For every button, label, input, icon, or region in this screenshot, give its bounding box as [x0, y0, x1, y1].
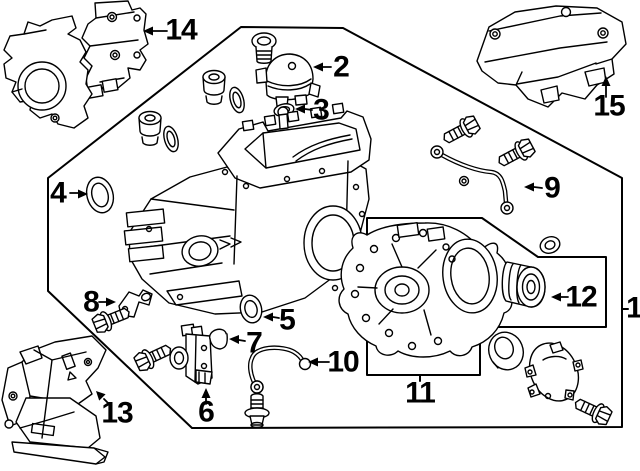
part-2-drawing [255, 53, 321, 108]
callout-label-6[interactable]: 6 [198, 396, 215, 429]
part-4-drawing [85, 176, 115, 214]
callout-arrow-2 [313, 62, 332, 72]
callout-label-9[interactable]: 9 [544, 172, 561, 205]
callout-label-15[interactable]: 15 [593, 90, 626, 123]
callout-label-5[interactable]: 5 [279, 304, 296, 337]
callout-arrow-6 [201, 388, 211, 405]
small-ring-drawing [539, 236, 561, 254]
oring-b-drawing [163, 125, 179, 153]
callout-arrow-14 [143, 26, 168, 36]
callout-label-10[interactable]: 10 [327, 346, 360, 379]
callout-label-11[interactable]: 11 [405, 377, 436, 410]
part-14-drawing [3, 0, 149, 129]
part-15-drawing [476, 5, 627, 108]
callout-arrow-5 [263, 312, 280, 322]
seal-ring-drawing [488, 331, 524, 371]
bolt-drawing-9a [438, 112, 483, 150]
callout-arrow-15 [601, 76, 611, 98]
callout-arrow-7 [229, 335, 246, 344]
part-10-drawing [247, 345, 312, 394]
bolt-drawing-top [251, 32, 277, 64]
part-13-drawing [1, 335, 109, 465]
part-transaxle-drawing [123, 102, 372, 315]
callout-arrow-8 [98, 297, 116, 307]
callout-label-12[interactable]: 12 [565, 281, 598, 314]
callout-label-8[interactable]: 8 [83, 286, 100, 319]
bolt-drawing-6 [132, 338, 176, 374]
callout-label-1[interactable]: 1 [626, 292, 640, 325]
oring-a-drawing [229, 86, 245, 114]
callout-label-2[interactable]: 2 [333, 51, 350, 84]
callout-label-14[interactable]: 14 [165, 14, 199, 47]
callout-label-7[interactable]: 7 [246, 327, 263, 360]
bolt-drawing-10 [244, 393, 270, 429]
callout-arrow-13 [96, 391, 111, 406]
bolt-drawing-9b [493, 135, 538, 173]
part-11-drawing [338, 221, 513, 358]
pump-cover-drawing [524, 341, 584, 402]
sub-part-box-11-12 [366, 217, 607, 382]
callout-label-13[interactable]: 13 [101, 397, 134, 430]
callout-arrow-12 [551, 292, 569, 302]
grommet-b-drawing [138, 110, 162, 146]
callout-label-3[interactable]: 3 [313, 94, 330, 127]
callout-arrow-4 [69, 189, 88, 199]
main-part-box-1 [47, 26, 629, 429]
callout-label-4[interactable]: 4 [50, 177, 68, 210]
callout-arrow-10 [308, 357, 330, 367]
part-7-drawing [208, 328, 228, 350]
part-12-drawing [501, 261, 546, 308]
grommet-a-drawing [202, 69, 226, 105]
callout-arrow-9 [524, 182, 543, 192]
part-6-drawing [169, 323, 213, 385]
callout-arrow-3 [295, 104, 313, 114]
part-9-drawing [430, 145, 514, 215]
part-5-drawing [239, 294, 263, 324]
bolt-drawing-bottom-right [570, 392, 614, 428]
